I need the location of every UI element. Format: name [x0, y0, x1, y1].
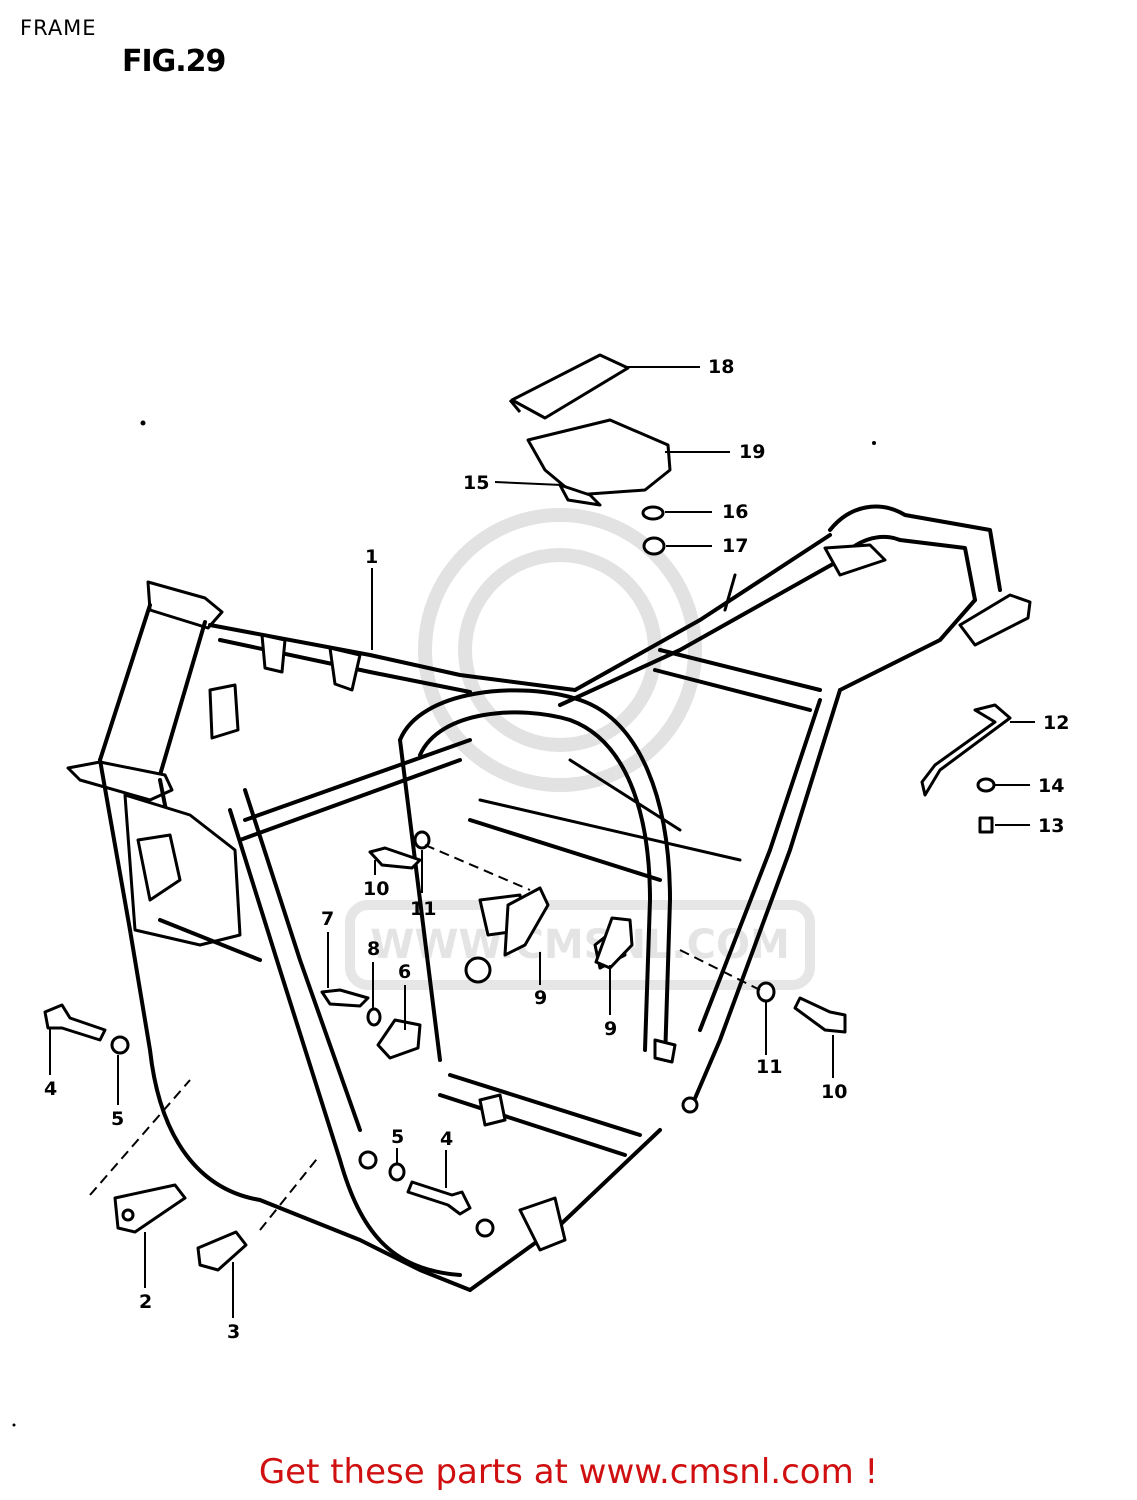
part-12-clamp [920, 703, 1012, 797]
part-13-bolt [978, 816, 994, 834]
part-4-bolt-left [43, 1003, 107, 1042]
callout-18: 18 [708, 356, 734, 378]
part-4-bolt-center [406, 1180, 472, 1216]
callout-4-left: 4 [44, 1078, 57, 1100]
part-9-gusset-left [503, 886, 550, 957]
watermark-logo: WWW.CMSNL.COM [345, 508, 815, 990]
callout-10-left: 10 [363, 878, 389, 900]
part-2-bracket [113, 1183, 187, 1234]
part-11-nut-left [413, 830, 431, 850]
assembly-line-left [424, 844, 531, 891]
part-3-bracket [196, 1230, 248, 1272]
callout-9-right: 9 [604, 1018, 617, 1040]
part-19-cover [526, 418, 672, 497]
callout-14: 14 [1038, 775, 1064, 797]
callout-3: 3 [227, 1321, 240, 1343]
callout-9-left: 9 [534, 987, 547, 1009]
callout-17: 17 [722, 535, 748, 557]
callout-5-left: 5 [111, 1108, 124, 1130]
part-7-bolt [320, 988, 370, 1008]
callout-15: 15 [463, 472, 489, 494]
part-6-plate [376, 1018, 422, 1060]
part-14-washer [976, 777, 996, 793]
callout-4-center: 4 [440, 1128, 453, 1150]
callout-8: 8 [367, 938, 380, 960]
assembly-line-2 [89, 1079, 191, 1196]
part-10-bolt-right [793, 996, 847, 1034]
part-5-washer-left [110, 1035, 130, 1055]
speck [872, 441, 876, 445]
part-10-bolt-left [368, 846, 422, 870]
part-17-nut [642, 536, 666, 556]
callout-19: 19 [739, 441, 765, 463]
callout-11-right: 11 [756, 1056, 782, 1078]
callout-5-center: 5 [391, 1126, 404, 1148]
speck [140, 420, 146, 426]
part-5-washer-center [388, 1162, 406, 1182]
callout-11-left: 11 [410, 898, 436, 920]
main-frame [66, 504, 1032, 1292]
callout-12: 12 [1043, 712, 1069, 734]
footer-link[interactable]: Get these parts at www.cmsnl.com ! [258, 1452, 879, 1492]
part-11-nut-right [756, 981, 776, 1003]
callout-16: 16 [722, 501, 748, 523]
callout-1: 1 [365, 546, 378, 568]
part-8-nut [366, 1007, 382, 1027]
callout-6: 6 [398, 961, 411, 983]
part-15-bracket [558, 483, 602, 507]
speck [12, 1423, 16, 1427]
assembly-line-3 [259, 1154, 321, 1231]
leader-15 [494, 481, 563, 486]
callout-7: 7 [321, 908, 334, 930]
part-16-washer [641, 505, 665, 521]
callout-2: 2 [139, 1291, 152, 1313]
figure-number: FIG.29 [122, 44, 226, 79]
part-18-strap [508, 353, 630, 420]
callout-10-right: 10 [821, 1081, 847, 1103]
page-title: FRAME [20, 16, 97, 40]
callout-13: 13 [1038, 815, 1064, 837]
watermark-text: WWW.CMSNL.COM [370, 922, 790, 968]
part-9-gusset-right [594, 916, 634, 970]
